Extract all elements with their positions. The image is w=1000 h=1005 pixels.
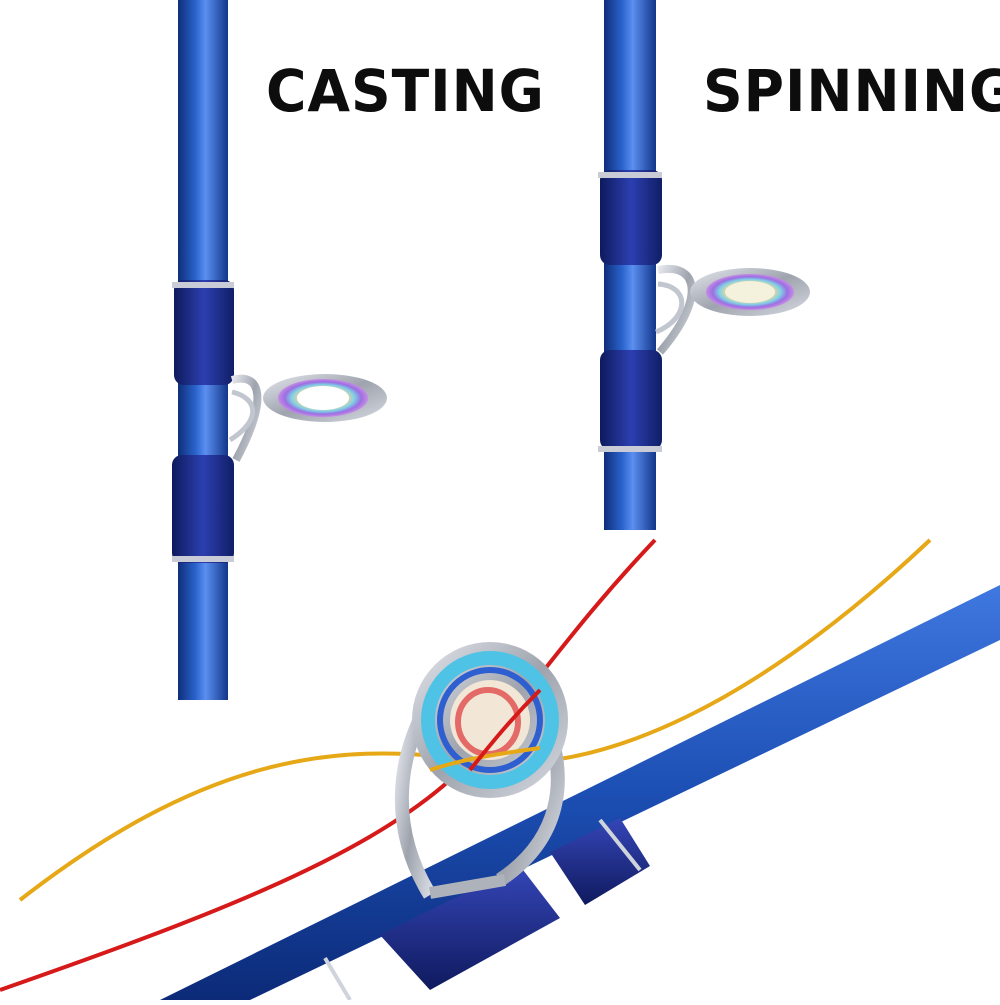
spinning-label: SPINNING: [703, 57, 1000, 125]
casting-rod-image: [172, 0, 387, 700]
casting-label: CASTING: [266, 57, 545, 125]
guide-closeup-image: [0, 538, 1000, 1002]
spinning-rod-image: [598, 0, 810, 530]
